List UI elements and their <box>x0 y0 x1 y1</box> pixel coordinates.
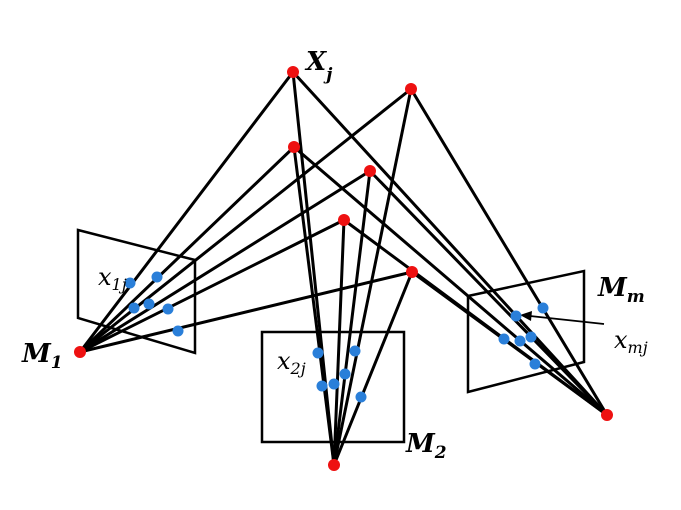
ray <box>332 218 346 467</box>
ray <box>291 70 609 417</box>
camera-center-1 <box>74 346 86 358</box>
ray <box>78 169 372 354</box>
projection-point <box>128 302 140 314</box>
image-plane-m <box>466 269 586 394</box>
projection-point <box>529 358 541 370</box>
world-point <box>338 214 350 226</box>
projection-point <box>498 333 510 345</box>
projection-point <box>328 378 340 390</box>
projection-point <box>339 368 351 380</box>
rays-camera-m <box>291 70 609 417</box>
label-sub: 2 <box>434 443 447 463</box>
projection-point <box>537 302 549 314</box>
label-camera-2: M2 <box>405 429 447 463</box>
ray <box>332 87 413 467</box>
projection-point <box>172 325 184 337</box>
label-sub: 2j <box>290 359 306 378</box>
label-main: x <box>614 326 628 354</box>
label-point-x-j: Xj <box>304 47 333 85</box>
label-main: M <box>405 429 436 459</box>
world-points <box>287 66 418 278</box>
label-camera-1: M1 <box>21 339 63 373</box>
projection-point <box>355 391 367 403</box>
label-main: x <box>277 347 291 375</box>
camera-center-2 <box>328 459 340 471</box>
projections-image-m <box>498 302 549 370</box>
projections-image-2 <box>312 345 367 403</box>
projection-point <box>514 335 526 347</box>
projection-point <box>151 271 163 283</box>
world-point <box>405 83 417 95</box>
projections-image-1 <box>124 271 184 337</box>
ray <box>78 70 295 354</box>
projection-point <box>525 331 537 343</box>
projection-point <box>349 345 361 357</box>
projection-point <box>510 310 522 322</box>
projection-point <box>124 277 136 289</box>
label-main: X <box>304 47 328 77</box>
world-point <box>288 141 300 153</box>
ray <box>332 169 372 467</box>
label-projection-m: xmj <box>614 326 648 357</box>
ray <box>368 169 609 417</box>
rays-camera-2 <box>291 70 414 467</box>
ray <box>410 270 609 417</box>
camera-center-m <box>601 409 613 421</box>
label-sub: 1j <box>112 275 127 294</box>
label-sub: j <box>323 65 333 85</box>
label-projection-2: x2j <box>277 347 306 378</box>
projection-point <box>312 347 324 359</box>
label-main: M <box>597 273 628 303</box>
world-point <box>364 165 376 177</box>
ray <box>78 218 346 354</box>
world-point-x-j <box>287 66 299 78</box>
ray <box>292 145 609 417</box>
ray <box>78 145 296 354</box>
label-sub: mj <box>628 338 648 357</box>
ray <box>332 270 414 467</box>
label-sub: m <box>627 287 645 307</box>
projection-point <box>143 298 155 310</box>
label-sub: 1 <box>51 353 63 373</box>
camera-centers <box>74 346 613 471</box>
label-main: x <box>98 263 112 291</box>
label-projection-1: x1j <box>98 263 127 294</box>
projection-point <box>162 303 174 315</box>
annotation-arrow <box>520 311 605 325</box>
world-point <box>406 266 418 278</box>
label-main: M <box>21 339 52 369</box>
label-camera-m: Mm <box>597 273 645 307</box>
ray <box>292 145 336 467</box>
projection-point <box>316 380 328 392</box>
ray <box>409 87 609 417</box>
